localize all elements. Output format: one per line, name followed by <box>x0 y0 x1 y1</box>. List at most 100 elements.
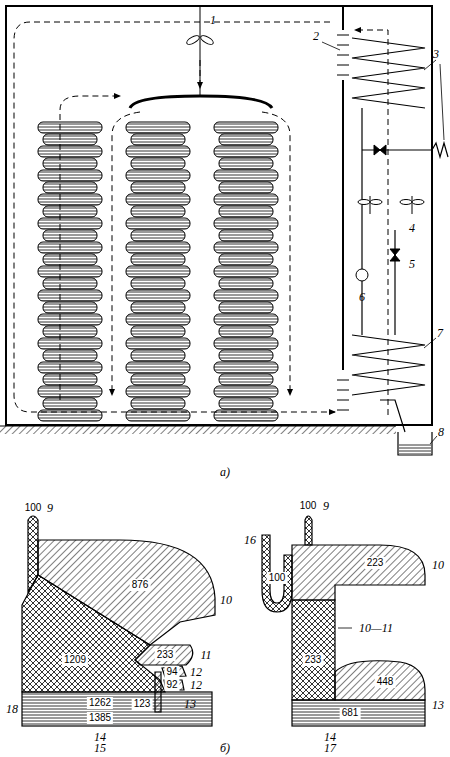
tire <box>131 182 185 193</box>
tire-stacks <box>38 122 278 421</box>
tire <box>219 230 273 241</box>
fans <box>358 196 424 214</box>
tire <box>38 362 102 373</box>
tire <box>43 134 97 145</box>
tire <box>38 314 102 325</box>
drain <box>380 400 432 455</box>
tire <box>214 242 278 253</box>
tire <box>126 338 190 349</box>
tire <box>214 194 278 205</box>
tire <box>214 170 278 181</box>
coils <box>352 38 448 395</box>
region-value: 123 <box>132 698 153 710</box>
tire <box>126 194 190 205</box>
callout-number: 5 <box>408 258 416 270</box>
tire <box>43 182 97 193</box>
grille <box>337 35 349 410</box>
callout-number: 2 <box>312 30 320 42</box>
region-value: 100 <box>23 502 44 514</box>
region-value: 94 <box>164 666 179 678</box>
tire <box>214 122 278 133</box>
callout-number: 18 <box>5 703 19 715</box>
tire <box>43 230 97 241</box>
region-value: 233 <box>155 649 176 661</box>
airflow <box>14 22 388 415</box>
tire <box>131 302 185 313</box>
callout-number: б) <box>219 742 231 754</box>
region-value: 681 <box>340 707 361 719</box>
callout-number: 4 <box>408 222 416 234</box>
callout-number: 13 <box>431 699 445 711</box>
tire <box>131 326 185 337</box>
callout-number: 1 <box>209 14 217 26</box>
tire <box>219 374 273 385</box>
tire <box>38 194 102 205</box>
callout-number: 10 <box>431 559 445 571</box>
tire <box>219 134 273 145</box>
section-left <box>22 516 215 726</box>
region-value: 1209 <box>62 654 88 666</box>
section-right <box>262 516 425 726</box>
tire <box>43 158 97 169</box>
tire <box>219 206 273 217</box>
tire <box>219 278 273 289</box>
callout-number: 9 <box>322 500 330 512</box>
tire <box>126 386 190 397</box>
tire <box>43 206 97 217</box>
region-value: 876 <box>130 579 151 591</box>
callout-number: 16 <box>243 534 257 546</box>
leaders <box>322 42 444 444</box>
tire <box>38 338 102 349</box>
tire <box>43 326 97 337</box>
callout-number: 15 <box>93 742 107 754</box>
chamber <box>6 6 432 425</box>
region-value: 233 <box>303 654 324 666</box>
tire <box>38 122 102 133</box>
tire <box>126 146 190 157</box>
tire <box>126 170 190 181</box>
tire <box>214 362 278 373</box>
tire <box>43 350 97 361</box>
callout-number: 11 <box>199 649 212 661</box>
tire <box>126 218 190 229</box>
callout-number: 8 <box>437 426 445 438</box>
tire <box>214 338 278 349</box>
tire <box>214 290 278 301</box>
callout-number: а) <box>219 466 231 478</box>
callout-number: 17 <box>323 742 337 754</box>
pump <box>356 269 368 281</box>
tire <box>219 350 273 361</box>
tire <box>131 278 185 289</box>
tire <box>126 122 190 133</box>
tire <box>38 266 102 277</box>
callout-number: 9 <box>46 502 54 514</box>
tire <box>214 266 278 277</box>
tire <box>219 158 273 169</box>
tire <box>43 302 97 313</box>
tire <box>38 218 102 229</box>
tire <box>131 134 185 145</box>
tire <box>43 278 97 289</box>
tire <box>131 398 185 409</box>
tire <box>131 230 185 241</box>
tire <box>126 362 190 373</box>
tire <box>214 218 278 229</box>
tire <box>126 242 190 253</box>
region-value: 1385 <box>87 712 113 724</box>
region-value: 92 <box>164 679 179 691</box>
region-value: 448 <box>375 676 396 688</box>
callout-number: 12 <box>189 679 203 691</box>
tire <box>131 206 185 217</box>
tire <box>43 254 97 265</box>
tire <box>131 350 185 361</box>
callout-number: 10 <box>219 594 233 606</box>
callout-number: 3 <box>432 48 440 60</box>
tire <box>219 254 273 265</box>
floor <box>0 426 396 434</box>
tire <box>214 386 278 397</box>
tire <box>131 158 185 169</box>
tire <box>131 254 185 265</box>
callout-number: 7 <box>436 327 444 339</box>
tire <box>131 374 185 385</box>
